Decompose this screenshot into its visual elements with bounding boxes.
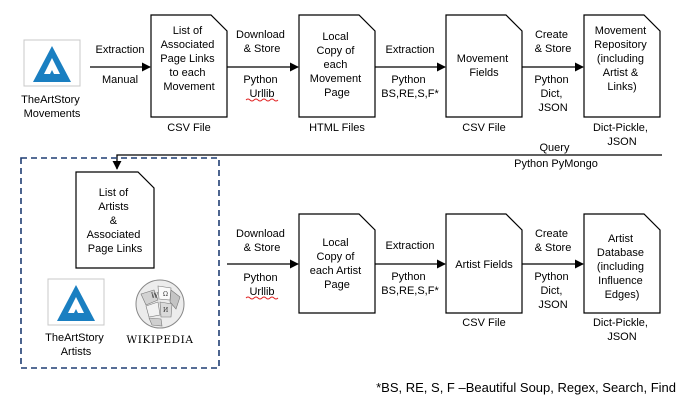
edge-label-python-urllib-2: Python Urllib bbox=[243, 272, 280, 298]
artists-logo-label: TheArtStory Artists bbox=[45, 332, 107, 358]
doc-artist-page-links bbox=[75, 171, 155, 269]
doc-movement-local-copy-text: Local Copy of each Movement Page bbox=[310, 31, 364, 99]
edge-label-python-bs-2: Python BS,RE,S,F* bbox=[381, 271, 439, 297]
edge-label-query: Query Python PyMongo bbox=[514, 142, 598, 170]
doc-artist-database bbox=[583, 213, 661, 314]
edge-label-python-dict-2: Python Dict, JSON bbox=[534, 271, 571, 311]
spellcheck-underline-icon bbox=[245, 296, 279, 300]
edge-label-create-store-2: Create & Store bbox=[535, 228, 572, 254]
doc-movement-repository-text: Movement Repository (including Artist & … bbox=[594, 25, 650, 93]
svg-text:W: W bbox=[151, 292, 159, 300]
spellcheck-underline-icon bbox=[245, 98, 279, 102]
doc-movement-fields-caption: CSV File bbox=[462, 122, 505, 134]
edge-label-extraction-2: Extraction bbox=[386, 44, 435, 56]
artist-sources-group bbox=[20, 157, 220, 369]
wikipedia-globe-icon: W Ω И bbox=[135, 279, 185, 329]
edge-label-extraction-3: Extraction bbox=[386, 240, 435, 252]
wikipedia-wordmark: WIKIPEDIA bbox=[126, 334, 193, 346]
footnote: *BS, RE, S, F –Beautiful Soup, Regex, Se… bbox=[376, 380, 676, 395]
svg-text:И: И bbox=[163, 307, 168, 314]
movements-logo-label: TheArtStory Movements bbox=[21, 94, 83, 120]
doc-artist-local-copy-text: Local Copy of each Artist Page bbox=[310, 237, 364, 291]
edge-query bbox=[112, 154, 662, 170]
doc-movement-local-copy bbox=[298, 14, 376, 118]
doc-artist-fields-caption: CSV File bbox=[462, 317, 505, 329]
doc-movement-page-links-text: List of Associated Page Links to each Mo… bbox=[160, 25, 218, 93]
edge-label-download-store-2: Download & Store bbox=[236, 228, 288, 254]
doc-artist-database-text: Artist Database (including Influence Edg… bbox=[597, 233, 647, 301]
doc-artist-local-copy bbox=[298, 213, 376, 314]
edge-label-create-store-1: Create & Store bbox=[535, 29, 572, 55]
svg-text:Ω: Ω bbox=[163, 291, 168, 298]
theartstory-artists-logo-icon bbox=[47, 278, 105, 326]
edge-label-python-dict-1: Python Dict, JSON bbox=[534, 74, 571, 114]
doc-movement-repository bbox=[583, 14, 661, 118]
theartstory-movements-logo-icon bbox=[23, 39, 81, 87]
doc-artist-fields bbox=[445, 213, 523, 314]
doc-movement-page-links-caption: CSV File bbox=[167, 122, 210, 134]
edge-label-manual: Manual bbox=[102, 74, 138, 86]
doc-movement-fields bbox=[445, 14, 523, 118]
edge-label-download-store-1: Download & Store bbox=[236, 29, 288, 55]
doc-movement-page-links bbox=[150, 14, 228, 118]
doc-artist-page-links-text: List of Artists & Associated Page Links bbox=[87, 187, 144, 255]
doc-movement-fields-text: Movement Fields bbox=[457, 53, 511, 79]
edge-label-extraction: Extraction bbox=[96, 44, 145, 56]
doc-artist-database-caption: Dict-Pickle, JSON bbox=[593, 317, 651, 343]
doc-movement-repository-caption: Dict-Pickle, JSON bbox=[593, 122, 651, 148]
doc-artist-fields-text: Artist Fields bbox=[455, 259, 513, 271]
edge-label-python-bs-1: Python BS,RE,S,F* bbox=[381, 74, 439, 100]
edge-label-python-urllib-1: Python Urllib bbox=[243, 74, 280, 100]
doc-movement-local-copy-caption: HTML Files bbox=[309, 122, 365, 134]
